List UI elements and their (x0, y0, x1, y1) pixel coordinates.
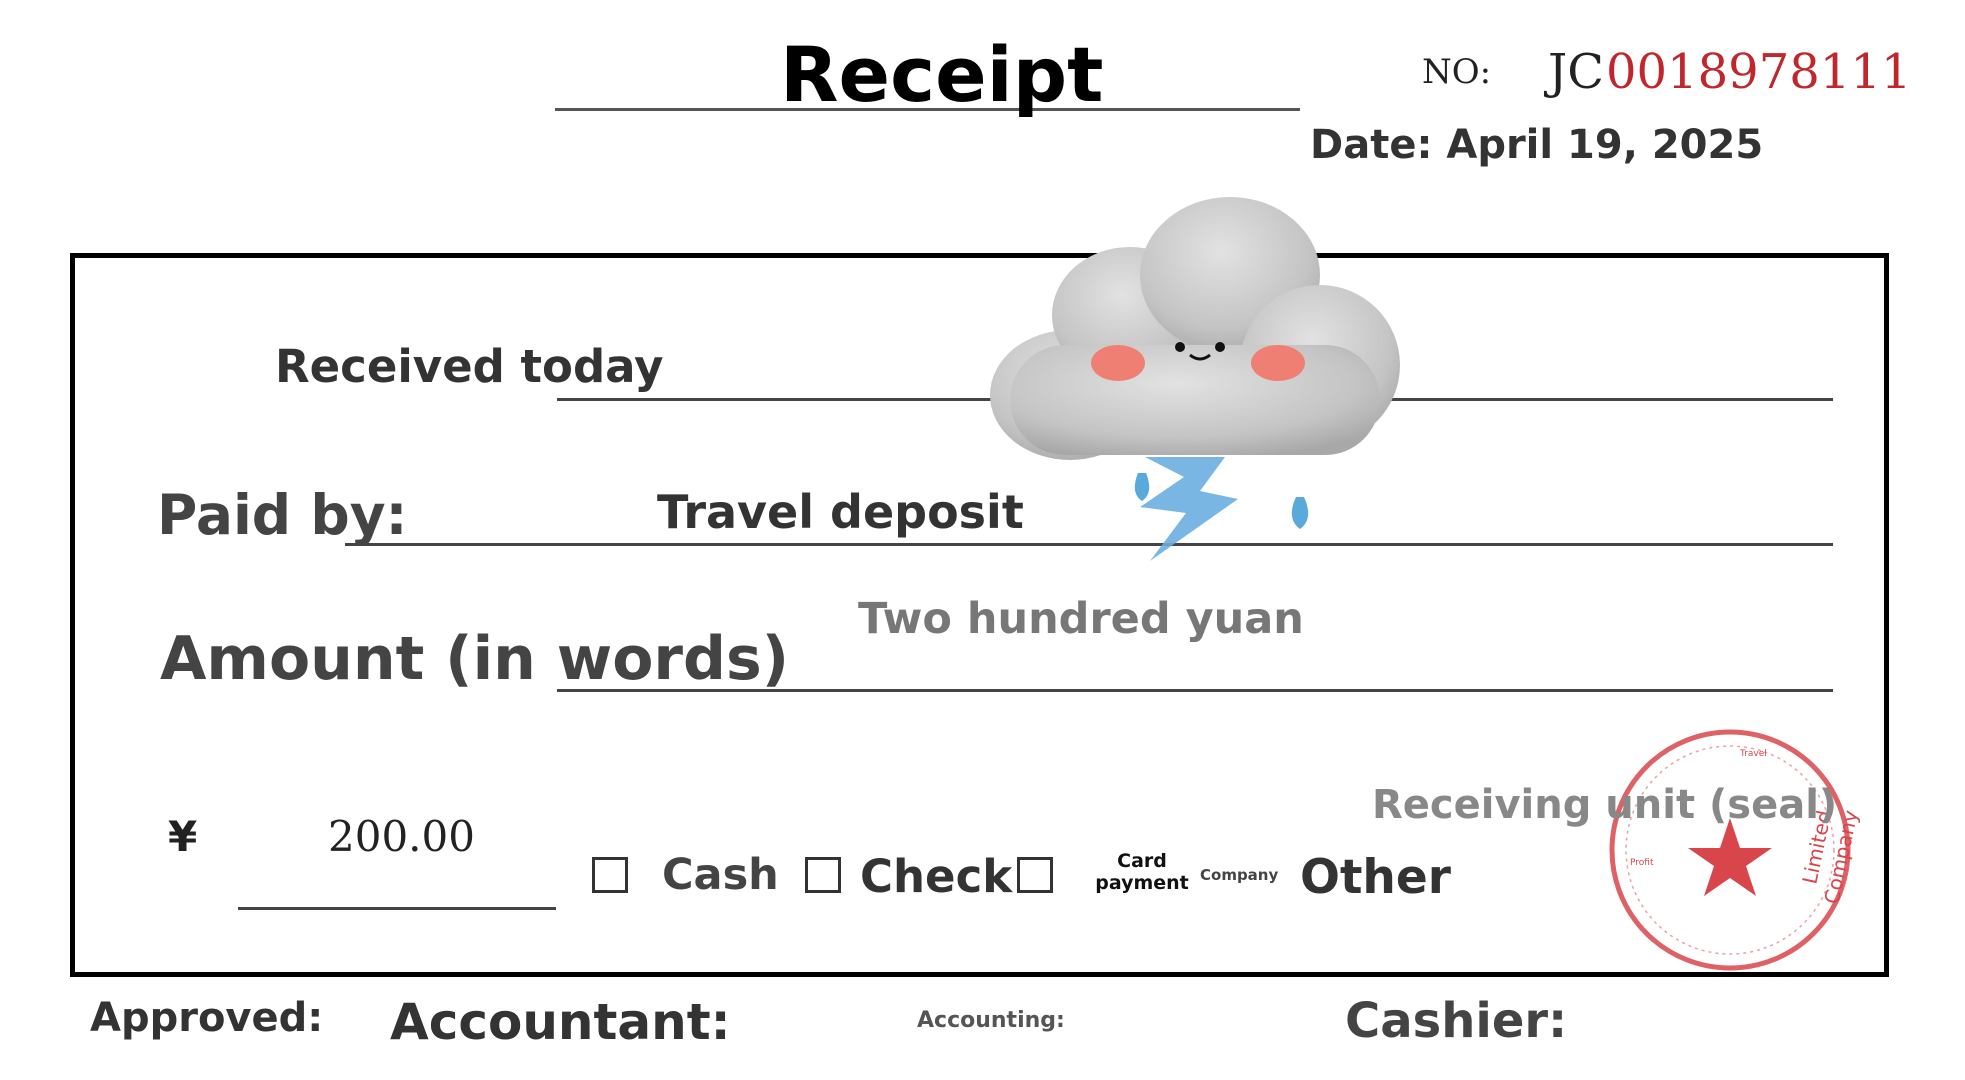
card-payment-label: Card payment (1095, 850, 1189, 894)
paid-by-label: Paid by: (157, 483, 408, 547)
cloud-left-cheek (1091, 345, 1145, 381)
receipt-date: Date: April 19, 2025 (1310, 122, 1764, 168)
amount-words-value: Two hundred yuan (858, 594, 1304, 644)
cash-checkbox[interactable] (592, 857, 628, 893)
receipt-number-label: NO: (1422, 52, 1492, 92)
title-underline (555, 108, 1300, 111)
approved-label: Approved: (90, 995, 324, 1041)
accounting-label: Accounting: (917, 1008, 1065, 1033)
accountant-label: Accountant: (390, 993, 731, 1051)
check-label: Check (860, 850, 1013, 903)
cashier-label: Cashier: (1345, 993, 1568, 1049)
lightning-bolt-icon (1140, 457, 1238, 561)
raindrop-left-icon (1134, 473, 1150, 501)
cloud-body (990, 197, 1400, 460)
amount-value: 200.00 (328, 812, 475, 861)
cloud-smile (1189, 353, 1211, 361)
receipt-number-digits: 0018978111 (1606, 44, 1912, 100)
cloud-left-eye (1175, 342, 1185, 352)
receipt-number-prefix: JC (1548, 44, 1604, 100)
amount-line (238, 907, 556, 910)
paid-by-line (345, 543, 1833, 546)
seal-text-travel: Travel (1739, 749, 1767, 759)
paid-by-value: Travel deposit (657, 485, 1024, 539)
receipt-title: Receipt (780, 30, 1104, 119)
seal-text-profit: Profit (1630, 858, 1654, 868)
cash-label: Cash (662, 850, 779, 900)
received-today-label: Received today (275, 340, 664, 393)
receiving-unit-seal-label: Receiving unit (seal) (1372, 782, 1838, 828)
other-label: Other (1300, 850, 1451, 905)
check-checkbox[interactable] (805, 857, 841, 893)
currency-symbol: ¥ (168, 812, 198, 861)
company-small-label: Company (1200, 866, 1279, 884)
raindrop-right-icon (1291, 497, 1309, 529)
amount-words-line (557, 689, 1833, 692)
cloud-right-cheek (1251, 345, 1305, 381)
cloud-sticker-icon (990, 197, 1400, 561)
receipt-body-frame (70, 253, 1889, 977)
cloud-right-eye (1215, 342, 1225, 352)
company-seal-stamp: Travel Profit Limited Company (1609, 729, 1860, 971)
amount-words-label: Amount (in words) (160, 624, 790, 694)
card-payment-checkbox[interactable] (1017, 857, 1053, 893)
